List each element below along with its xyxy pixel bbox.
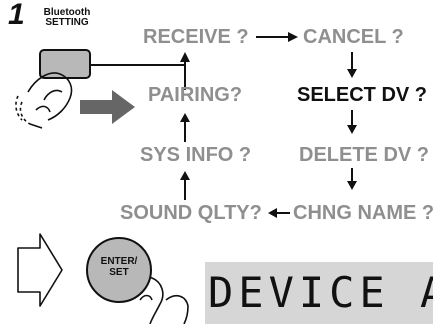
- menu-sys-info: SYS INFO ?: [140, 144, 252, 166]
- step-number: 1: [8, 0, 25, 31]
- enter-label-line2: SET: [109, 267, 129, 278]
- menu-pairing: PAIRING?: [148, 84, 243, 106]
- bluetooth-setting-label: Bluetooth SETTING: [36, 8, 98, 28]
- bluetooth-label-line1: Bluetooth: [43, 7, 91, 18]
- menu-sound-qlty: SOUND QLTY?: [120, 202, 262, 224]
- gray-right-arrow: [80, 90, 135, 124]
- enter-label-line1: ENTER/: [100, 256, 138, 267]
- bluetooth-label-line2: SETTING: [45, 17, 89, 28]
- menu-receive: RECEIVE ?: [143, 26, 249, 48]
- enter-set-label: ENTER/ SET: [99, 256, 139, 278]
- menu-chng-name: CHNG NAME ?: [293, 202, 433, 224]
- menu-delete-dv: DELETE DV ?: [299, 144, 430, 166]
- display-panel: [205, 262, 433, 324]
- hand-icon: [15, 72, 73, 129]
- up-arrowhead-receive: [180, 52, 190, 62]
- outline-right-arrow: [17, 233, 63, 307]
- enter-set-button[interactable]: [86, 237, 152, 303]
- menu-cancel: CANCEL ?: [303, 26, 404, 48]
- display-text: DEVICE A: [208, 268, 433, 317]
- menu-select-dv: SELECT DV ?: [297, 84, 428, 106]
